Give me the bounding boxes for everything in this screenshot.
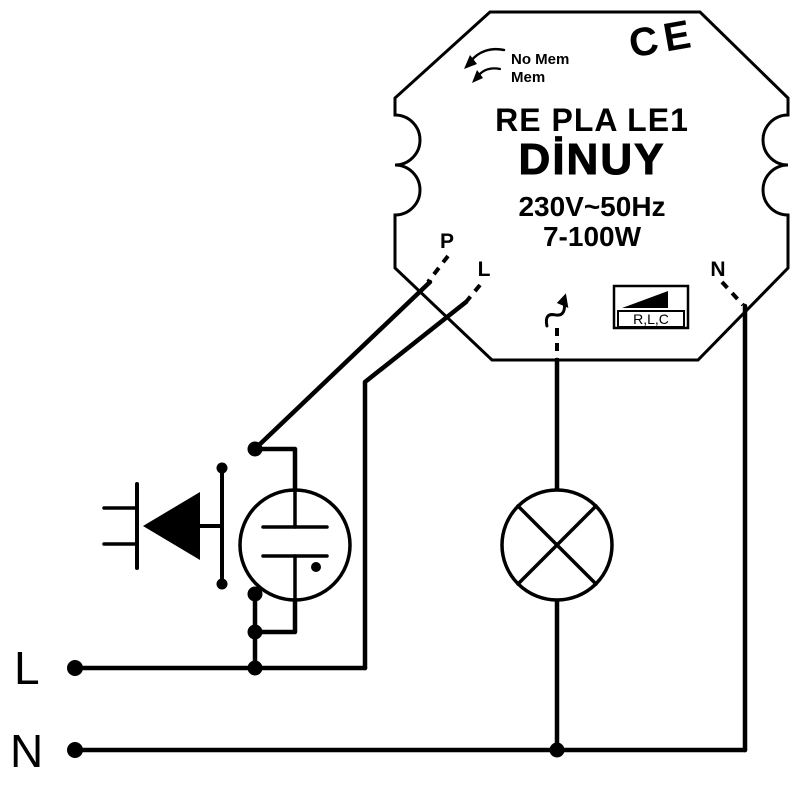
terminal-p-label: P xyxy=(440,230,454,253)
neutral-bus-start-dot xyxy=(67,742,83,758)
lamp-symbol xyxy=(500,488,614,602)
glow-lamp-dot xyxy=(311,562,321,572)
junction-dot xyxy=(247,624,263,640)
terminal-l-lead xyxy=(464,283,482,304)
glow-lamp-symbol xyxy=(238,488,352,602)
phase-control-arrow-icon xyxy=(544,293,569,328)
brand-logo: DİNUY xyxy=(519,135,666,184)
no-mem-arrowhead-icon xyxy=(464,55,477,69)
pushbutton-contact-dot-bottom xyxy=(216,578,228,590)
junction-dot xyxy=(549,742,565,758)
mem-label: Mem xyxy=(511,69,545,86)
mem-arrowhead-icon xyxy=(472,70,483,83)
load-type-inner-box xyxy=(617,310,685,328)
memory-icons xyxy=(464,47,506,83)
leading-edge-ramp-icon xyxy=(622,291,668,308)
power-rating: 7-100W xyxy=(543,221,642,252)
no-mem-label: No Mem xyxy=(511,51,569,68)
terminal-n-lead xyxy=(720,280,745,307)
wiring xyxy=(72,279,748,753)
phase-wave xyxy=(544,303,566,328)
voltage-rating: 230V~50Hz xyxy=(518,191,665,222)
terminal-l-label: L xyxy=(478,258,491,281)
pushbutton-symbol xyxy=(102,462,228,590)
wire-p-to-pushbutton xyxy=(254,279,433,450)
line-bus-label: L xyxy=(14,642,40,694)
terminal-p-lead xyxy=(426,254,450,284)
junction-dot xyxy=(247,586,263,602)
phase-wave-arrowhead xyxy=(556,293,569,308)
lamp-cross-2 xyxy=(516,504,598,586)
wire-pushbutton-top-link xyxy=(252,446,298,493)
pushbutton-contact-dot-top xyxy=(216,462,228,474)
wire-l-terminal-to-bus xyxy=(362,299,469,671)
model-label: RE PLA LE1 xyxy=(495,102,689,138)
junction-dots xyxy=(67,441,565,758)
junction-dot xyxy=(247,441,263,457)
wire-glowlamp-bottom-link xyxy=(252,597,298,635)
load-type-box: R,L,C xyxy=(612,284,690,330)
load-compatibility-label: R,L,C xyxy=(633,311,669,327)
pushbutton-actuator-arrow-icon xyxy=(143,492,200,560)
module-outline xyxy=(393,10,790,362)
junction-dot xyxy=(247,660,263,676)
neutral-bus-label: N xyxy=(10,725,43,777)
terminal-n-label: N xyxy=(710,258,725,281)
line-bus-start-dot xyxy=(67,660,83,676)
terminal-leads xyxy=(426,254,745,360)
